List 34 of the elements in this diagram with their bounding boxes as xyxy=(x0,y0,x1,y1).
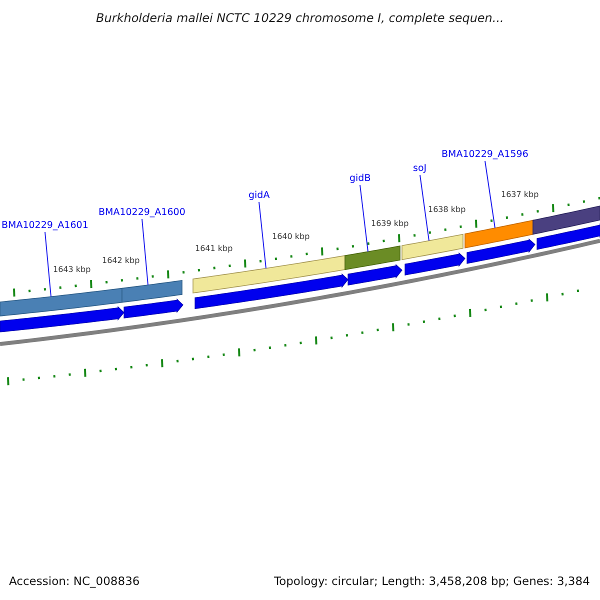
gene-label: BMA10229_A1596 xyxy=(442,148,528,160)
gene-bar xyxy=(122,280,182,303)
title: Burkholderia mallei NCTC 10229 chromosome I, complete sequen... xyxy=(96,11,504,25)
leader-line xyxy=(360,184,368,252)
gene-label: gidB xyxy=(350,172,371,184)
gene-label: BMA10229_A1601 xyxy=(2,220,88,230)
info-text: Topology: circular; Length: 3,458,208 bp; Genes: 3,384 xyxy=(274,574,590,588)
scale-label: 1638 kbp xyxy=(428,204,466,214)
scale-label: 1642 kbp xyxy=(102,256,140,264)
scale-label: 1639 kbp xyxy=(371,218,409,228)
leader-line xyxy=(142,218,148,286)
gene-bar xyxy=(532,206,600,235)
cds-feature xyxy=(404,252,466,276)
cds-feature xyxy=(536,223,600,250)
leader-line xyxy=(258,202,266,269)
gene-label: soJ xyxy=(413,162,427,174)
gene-bar xyxy=(344,246,400,270)
cds-feature xyxy=(466,238,536,264)
cds-feature xyxy=(194,273,348,310)
leader-line xyxy=(484,160,496,228)
gene-bar xyxy=(192,255,346,294)
cds-feature xyxy=(348,264,402,286)
gene-label: gidA xyxy=(248,190,270,200)
scale-label: 1640 kbp xyxy=(272,232,310,240)
scale-label: 1637 kbp xyxy=(501,190,539,198)
info-text: Accession: NC_008836 xyxy=(9,574,140,588)
cds-feature xyxy=(124,298,184,318)
gene-bar xyxy=(402,234,464,260)
scale-label: 1643 kbp xyxy=(53,264,91,274)
cds-feature xyxy=(0,306,124,332)
gene-bar xyxy=(0,288,122,316)
gene-bar xyxy=(464,220,534,248)
gene-label: BMA10229_A1600 xyxy=(98,206,186,218)
scale-label: 1641 kbp xyxy=(195,244,233,252)
